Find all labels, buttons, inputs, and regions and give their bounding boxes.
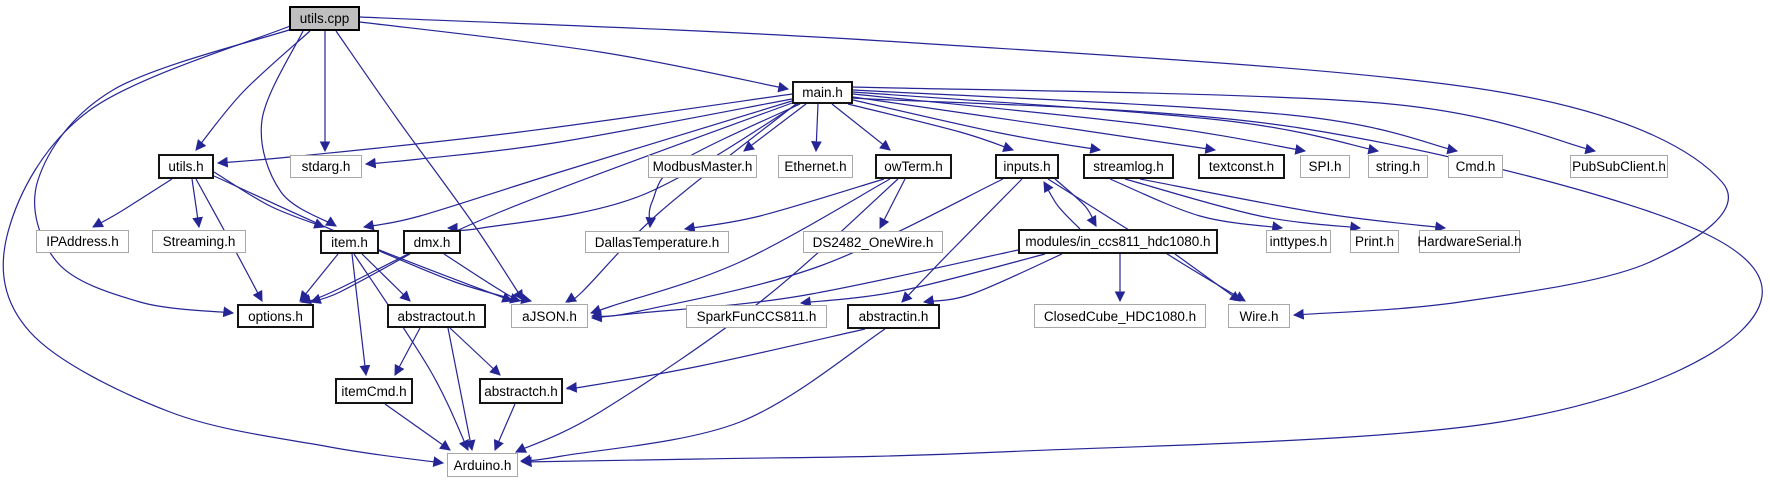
graph-node-abstractch_h[interactable]: abstractch.h bbox=[479, 378, 563, 404]
edge-utils_cpp-to-item_h bbox=[260, 30, 337, 227]
graph-node-ds2482_onewire_h[interactable]: DS2482_OneWire.h bbox=[803, 231, 943, 253]
graph-node-cmd_h[interactable]: Cmd.h bbox=[1448, 155, 1503, 178]
edge-owterm_h-to-ds2482_onewire_h bbox=[879, 178, 906, 229]
graph-node-inttypes_h[interactable]: inttypes.h bbox=[1266, 230, 1331, 253]
graph-node-hardwareserial_h[interactable]: HardwareSerial.h bbox=[1417, 230, 1522, 253]
graph-node-streaming_h[interactable]: Streaming.h bbox=[152, 230, 246, 253]
graph-node-ethernet_h[interactable]: Ethernet.h bbox=[778, 155, 853, 178]
graph-node-inputs_h[interactable]: inputs.h bbox=[995, 154, 1059, 179]
graph-node-utils_h[interactable]: utils.h bbox=[158, 154, 214, 179]
edge-dmx_h-to-ajson_h bbox=[443, 253, 533, 305]
edge-utils_cpp-to-main_h bbox=[359, 21, 790, 93]
edge-main_h-to-dmx_h bbox=[446, 103, 799, 234]
edge-streamlog_h-to-print_h bbox=[1124, 178, 1362, 233]
edge-item_h-to-arduino_h bbox=[353, 253, 469, 451]
edge-abstractout_h-to-arduino_h bbox=[447, 327, 476, 452]
edge-main_h-to-spi_h bbox=[852, 93, 1307, 155]
edge-main_h-to-cmd_h bbox=[852, 89, 1459, 155]
graph-node-main_h[interactable]: main.h bbox=[792, 81, 853, 104]
edge-main_h-to-owterm_h bbox=[831, 103, 891, 151]
edge-main_h-to-streamlog_h bbox=[852, 99, 1102, 154]
edge-modules_in_ccs811_hdc1080_h-to-ajson_h bbox=[590, 249, 1019, 323]
edge-owterm_h-to-arduino_h bbox=[515, 178, 899, 453]
edge-item_h-to-ajson_h bbox=[376, 249, 522, 304]
edge-main_h-to-inputs_h bbox=[847, 103, 1015, 152]
graph-node-pubsubclient_h[interactable]: PubSubClient.h bbox=[1570, 155, 1668, 178]
edge-utils_h-to-ipaddress_h bbox=[92, 178, 173, 228]
graph-node-options_h[interactable]: options.h bbox=[237, 304, 314, 328]
edge-utils_cpp-to-arduino_h bbox=[2, 25, 445, 467]
edge-main_h-to-modbusmaster_h bbox=[743, 103, 807, 152]
edge-modules_in_ccs811_hdc1080_h-to-sparkfunccs811_h bbox=[799, 253, 1046, 308]
edge-main_h-to-arduino_h bbox=[520, 97, 1763, 468]
graph-node-dallastemperature_h[interactable]: DallasTemperature.h bbox=[585, 231, 729, 253]
edge-abstractin_h-to-arduino_h bbox=[519, 328, 886, 466]
edge-modules_in_ccs811_hdc1080_h-to-inputs_h bbox=[1043, 181, 1081, 230]
edge-utils_h-to-item_h bbox=[213, 171, 326, 229]
graph-node-spi_h[interactable]: SPI.h bbox=[1300, 155, 1350, 178]
edge-utils_cpp-to-ajson_h bbox=[335, 30, 524, 301]
graph-node-abstractout_h[interactable]: abstractout.h bbox=[387, 304, 486, 328]
edge-itemcmd_h-to-arduino_h bbox=[384, 403, 451, 451]
graph-node-ajson_h[interactable]: aJSON.h bbox=[511, 304, 588, 328]
edge-main_h-to-options_h bbox=[299, 102, 793, 305]
graph-node-closedcube_hdc1080_h[interactable]: ClosedCube_HDC1080.h bbox=[1034, 304, 1206, 328]
edge-modules_in_ccs811_hdc1080_h-to-wire_h bbox=[1174, 253, 1241, 302]
edge-dmx_h-to-options_h bbox=[309, 253, 411, 304]
edge-item_h-to-abstractout_h bbox=[361, 253, 411, 302]
graph-node-string_h[interactable]: string.h bbox=[1368, 155, 1428, 178]
edge-abstractout_h-to-abstractch_h bbox=[449, 327, 501, 376]
edge-owterm_h-to-dallastemperature_h bbox=[683, 178, 885, 233]
graph-node-item_h[interactable]: item.h bbox=[320, 230, 379, 254]
edge-main_h-to-pubsubclient_h bbox=[852, 86, 1597, 155]
edge-streamlog_h-to-hardwareserial_h bbox=[1139, 178, 1447, 233]
graph-node-dmx_h[interactable]: dmx.h bbox=[403, 230, 461, 254]
graph-node-wire_h[interactable]: Wire.h bbox=[1228, 304, 1290, 328]
edge-utils_h-to-streaming_h bbox=[191, 178, 203, 229]
graph-node-modules_in_ccs811_hdc1080_h[interactable]: modules/in_ccs811_hdc1080.h bbox=[1018, 229, 1218, 254]
graph-node-sparkfunccs811_h[interactable]: SparkFunCCS811.h bbox=[686, 305, 827, 328]
edge-abstractch_h-to-arduino_h bbox=[493, 403, 516, 451]
edge-item_h-to-itemcmd_h bbox=[351, 253, 371, 377]
edge-main_h-to-string_h bbox=[852, 91, 1380, 155]
edge-abstractout_h-to-itemcmd_h bbox=[394, 327, 421, 376]
graph-node-ipaddress_h[interactable]: IPAddress.h bbox=[36, 230, 129, 253]
edge-main_h-to-utils_h bbox=[216, 93, 793, 168]
graph-node-print_h[interactable]: Print.h bbox=[1350, 230, 1399, 253]
graph-node-streamlog_h[interactable]: streamlog.h bbox=[1083, 154, 1174, 179]
edge-main_h-to-ethernet_h bbox=[811, 103, 822, 153]
edge-utils_cpp-to-wire_h bbox=[359, 16, 1729, 320]
graph-node-itemcmd_h[interactable]: itemCmd.h bbox=[335, 378, 413, 404]
graph-node-owterm_h[interactable]: owTerm.h bbox=[875, 154, 952, 179]
graph-node-modbusmaster_h[interactable]: ModbusMaster.h bbox=[648, 155, 757, 178]
graph-node-abstractin_h[interactable]: abstractin.h bbox=[847, 304, 940, 329]
edge-item_h-to-options_h bbox=[299, 253, 339, 302]
edge-inputs_h-to-wire_h bbox=[1047, 178, 1246, 302]
graph-node-stdarg_h[interactable]: stdarg.h bbox=[290, 155, 362, 178]
edge-main_h-to-stdarg_h bbox=[364, 98, 793, 169]
edge-inputs_h-to-modules_in_ccs811_hdc1080_h bbox=[1054, 178, 1097, 227]
edge-modules_in_ccs811_hdc1080_h-to-abstractin_h bbox=[922, 253, 1063, 306]
edge-abstractin_h-to-abstractch_h bbox=[565, 328, 866, 393]
edge-utils_cpp-to-utils_h bbox=[195, 30, 311, 151]
graph-node-utils_cpp[interactable]: utils.cpp bbox=[289, 6, 360, 31]
edge-main_h-to-item_h bbox=[362, 100, 793, 231]
edge-main_h-to-textconst_h bbox=[852, 96, 1217, 154]
edge-main_h-to-ajson_h bbox=[565, 103, 797, 303]
graph-node-textconst_h[interactable]: textconst.h bbox=[1198, 154, 1285, 179]
graph-node-arduino_h[interactable]: Arduino.h bbox=[447, 453, 518, 477]
edge-streamlog_h-to-inttypes_h bbox=[1109, 178, 1284, 232]
edge-inputs_h-to-abstractin_h bbox=[901, 178, 1023, 303]
edge-utils_cpp-to-options_h bbox=[34, 28, 293, 318]
